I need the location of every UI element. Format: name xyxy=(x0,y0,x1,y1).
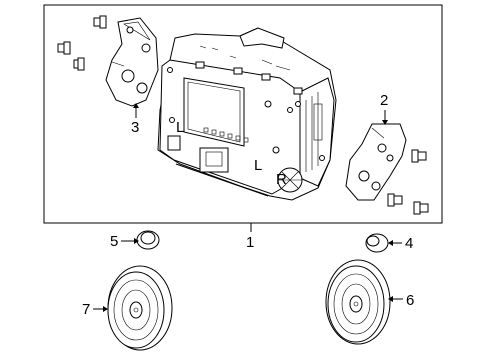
unit-label-br: L xyxy=(254,157,262,174)
callout-1: 1 xyxy=(246,234,254,251)
arrow-head-5 xyxy=(134,238,139,244)
callout-6: 6 xyxy=(406,292,414,309)
arrow-head-4 xyxy=(388,240,393,246)
callout-2: 2 xyxy=(380,92,388,109)
right-bracket xyxy=(345,123,407,201)
assembly-frame xyxy=(43,4,443,224)
screw-icon xyxy=(387,193,403,207)
callout-5: 5 xyxy=(110,233,118,250)
arrow-head-6 xyxy=(388,296,393,302)
left-bracket xyxy=(105,17,159,107)
screw-icon xyxy=(73,57,85,71)
arrow-head-3 xyxy=(133,103,139,108)
screw-icon xyxy=(413,201,429,215)
screw-icon xyxy=(93,15,107,29)
receiver-unit: L R L xyxy=(157,27,337,201)
grommet-4 xyxy=(365,233,389,253)
callout-3: 3 xyxy=(131,119,139,136)
speaker-7 xyxy=(107,265,173,351)
arrow-head-7 xyxy=(103,306,108,312)
callout-7: 7 xyxy=(82,301,90,318)
button-row xyxy=(203,127,249,143)
screw-icon xyxy=(57,41,71,55)
unit-label-r: R xyxy=(276,171,287,188)
display-screen xyxy=(183,77,245,147)
unit-label-l: L xyxy=(176,119,184,136)
grommet-5 xyxy=(136,230,160,250)
speaker-6 xyxy=(325,259,391,345)
callout-4: 4 xyxy=(405,235,413,252)
screw-icon xyxy=(411,149,427,163)
arrow-head-2 xyxy=(382,120,388,125)
